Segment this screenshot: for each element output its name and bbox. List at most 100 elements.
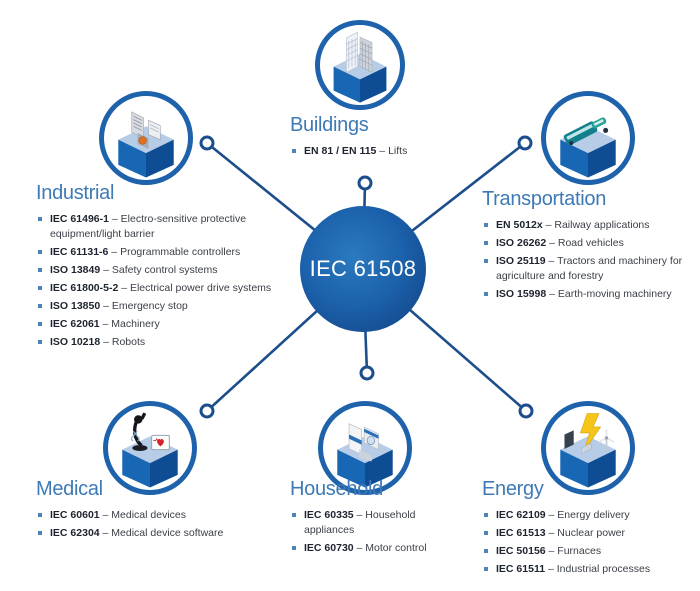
standard-desc: – Nuclear power bbox=[545, 527, 625, 539]
energy-icon-art bbox=[560, 413, 616, 488]
category-title-medical: Medical bbox=[36, 478, 103, 500]
standard-code: IEC 60730 bbox=[304, 542, 354, 554]
standard-code: IEC 60335 bbox=[304, 509, 354, 521]
bullet-icon bbox=[38, 340, 42, 344]
category-transportation: Transportation EN 5012x – Railway applic… bbox=[482, 188, 686, 305]
standard-item: ISO 26262 – Road vehicles bbox=[482, 236, 686, 251]
transportation-icon-art bbox=[560, 117, 616, 178]
category-buildings: Buildings EN 81 / EN 115 – Lifts bbox=[290, 114, 470, 162]
standard-desc: – Lifts bbox=[376, 145, 408, 157]
standard-desc: – Safety control systems bbox=[100, 264, 218, 276]
bullet-icon bbox=[484, 567, 488, 571]
standard-desc: – Tractors and machinery for agriculture… bbox=[496, 255, 683, 282]
standard-desc: – Programmable controllers bbox=[108, 246, 241, 258]
standard-item: IEC 61800-5-2 – Electrical power drive s… bbox=[36, 281, 298, 296]
connector-dot bbox=[357, 175, 373, 191]
standard-code: EN 5012x bbox=[496, 219, 543, 231]
standard-item: IEC 60601 – Medical devices bbox=[36, 508, 276, 523]
standard-desc: – Robots bbox=[100, 336, 146, 348]
standard-text: EN 81 / EN 115 – Lifts bbox=[304, 144, 407, 159]
bullet-icon bbox=[38, 286, 42, 290]
standard-text: ISO 25119 – Tractors and machinery for a… bbox=[496, 254, 686, 284]
standard-text: ISO 15998 – Earth-moving machinery bbox=[496, 287, 672, 302]
standard-text: IEC 61496-1 – Electro-sensitive protecti… bbox=[50, 212, 298, 242]
standard-text: ISO 13849 – Safety control systems bbox=[50, 263, 218, 278]
standard-text: EN 5012x – Railway applications bbox=[496, 218, 650, 233]
standard-text: IEC 60730 – Motor control bbox=[304, 541, 427, 556]
standard-code: ISO 26262 bbox=[496, 237, 547, 249]
standard-code: IEC 60601 bbox=[50, 509, 100, 521]
standard-code: ISO 13850 bbox=[50, 300, 101, 312]
standard-item: IEC 61513 – Nuclear power bbox=[482, 526, 694, 541]
standard-text: IEC 50156 – Furnaces bbox=[496, 544, 601, 559]
standard-desc: – Household appliances bbox=[304, 509, 416, 536]
standard-code: ISO 15998 bbox=[496, 288, 547, 300]
bullet-icon bbox=[38, 513, 42, 517]
buildings-icon-art bbox=[333, 31, 387, 103]
category-industrial: Industrial IEC 61496-1 – Electro-sensiti… bbox=[36, 182, 298, 353]
standard-item: IEC 50156 – Furnaces bbox=[482, 544, 694, 559]
standard-desc: – Machinery bbox=[99, 318, 160, 330]
medical-icon-art bbox=[122, 412, 178, 488]
category-title-transportation: Transportation bbox=[482, 188, 607, 210]
category-household: Household IEC 60335 – Household applianc… bbox=[290, 478, 440, 559]
industrial-machines-icon bbox=[99, 91, 193, 185]
appliances-icon bbox=[318, 401, 412, 495]
standard-item: IEC 61511 – Industrial processes bbox=[482, 562, 694, 577]
connector-dot bbox=[518, 403, 534, 419]
bullet-icon bbox=[484, 513, 488, 517]
standard-desc: – Emergency stop bbox=[100, 300, 188, 312]
standard-code: IEC 61496-1 bbox=[50, 213, 109, 225]
standard-code: EN 81 / EN 115 bbox=[304, 145, 377, 157]
standards-list-buildings: EN 81 / EN 115 – Lifts bbox=[290, 144, 470, 159]
standard-desc: – Earth-moving machinery bbox=[546, 288, 672, 300]
standard-item: ISO 25119 – Tractors and machinery for a… bbox=[482, 254, 686, 284]
standard-item: EN 81 / EN 115 – Lifts bbox=[290, 144, 470, 159]
connector-dot bbox=[359, 365, 375, 381]
category-title-buildings: Buildings bbox=[290, 114, 369, 136]
hub-label: IEC 61508 bbox=[309, 256, 417, 281]
vehicles-icon bbox=[541, 91, 635, 185]
standard-desc: – Medical devices bbox=[99, 509, 186, 521]
bullet-icon bbox=[484, 223, 488, 227]
standard-desc: – Energy delivery bbox=[545, 509, 630, 521]
category-title-industrial: Industrial bbox=[36, 182, 115, 204]
standard-text: ISO 10218 – Robots bbox=[50, 335, 145, 350]
bullet-icon bbox=[484, 292, 488, 296]
standard-desc: – Furnaces bbox=[545, 545, 602, 557]
standard-item: IEC 62109 – Energy delivery bbox=[482, 508, 694, 523]
industrial-icon-art bbox=[118, 111, 174, 178]
standard-code: IEC 61511 bbox=[496, 563, 546, 575]
standard-text: ISO 26262 – Road vehicles bbox=[496, 236, 624, 251]
bullet-icon bbox=[38, 322, 42, 326]
bullet-icon bbox=[484, 259, 488, 263]
standard-code: IEC 61800-5-2 bbox=[50, 282, 119, 294]
standard-item: ISO 13849 – Safety control systems bbox=[36, 263, 298, 278]
connector-dot bbox=[199, 403, 215, 419]
standard-item: ISO 15998 – Earth-moving machinery bbox=[482, 287, 686, 302]
microscope-monitor-icon bbox=[103, 401, 197, 495]
standard-item: IEC 62061 – Machinery bbox=[36, 317, 298, 332]
standard-code: ISO 13849 bbox=[50, 264, 101, 276]
standard-text: IEC 62109 – Energy delivery bbox=[496, 508, 630, 523]
hub-circle: IEC 61508 bbox=[300, 206, 426, 332]
standard-text: IEC 62304 – Medical device software bbox=[50, 526, 223, 541]
bullet-icon bbox=[38, 217, 42, 221]
category-title-household: Household bbox=[290, 478, 383, 500]
bullet-icon bbox=[292, 546, 296, 550]
bullet-icon bbox=[292, 513, 296, 517]
bullet-icon bbox=[484, 549, 488, 553]
standard-item: ISO 13850 – Emergency stop bbox=[36, 299, 298, 314]
standards-list-industrial: IEC 61496-1 – Electro-sensitive protecti… bbox=[36, 212, 298, 350]
standard-item: EN 5012x – Railway applications bbox=[482, 218, 686, 233]
standard-item: IEC 61131-6 – Programmable controllers bbox=[36, 245, 298, 260]
standard-desc: – Road vehicles bbox=[546, 237, 624, 249]
standard-text: IEC 60335 – Household appliances bbox=[304, 508, 440, 538]
standard-desc: – Railway applications bbox=[542, 219, 650, 231]
category-title-energy: Energy bbox=[482, 478, 544, 500]
standard-text: IEC 62061 – Machinery bbox=[50, 317, 160, 332]
